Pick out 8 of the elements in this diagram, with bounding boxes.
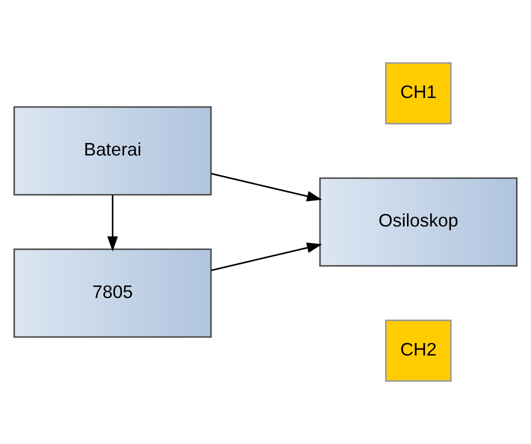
node-box: CH1 — [385, 62, 452, 124]
node-box: 7805 — [13, 248, 212, 338]
node-box: Osiloskop — [319, 177, 518, 267]
arrow — [107, 195, 118, 252]
node-box: Baterai — [13, 106, 212, 196]
arrow — [211, 172, 322, 202]
arrow — [211, 242, 322, 272]
node-box: CH2 — [385, 320, 452, 382]
